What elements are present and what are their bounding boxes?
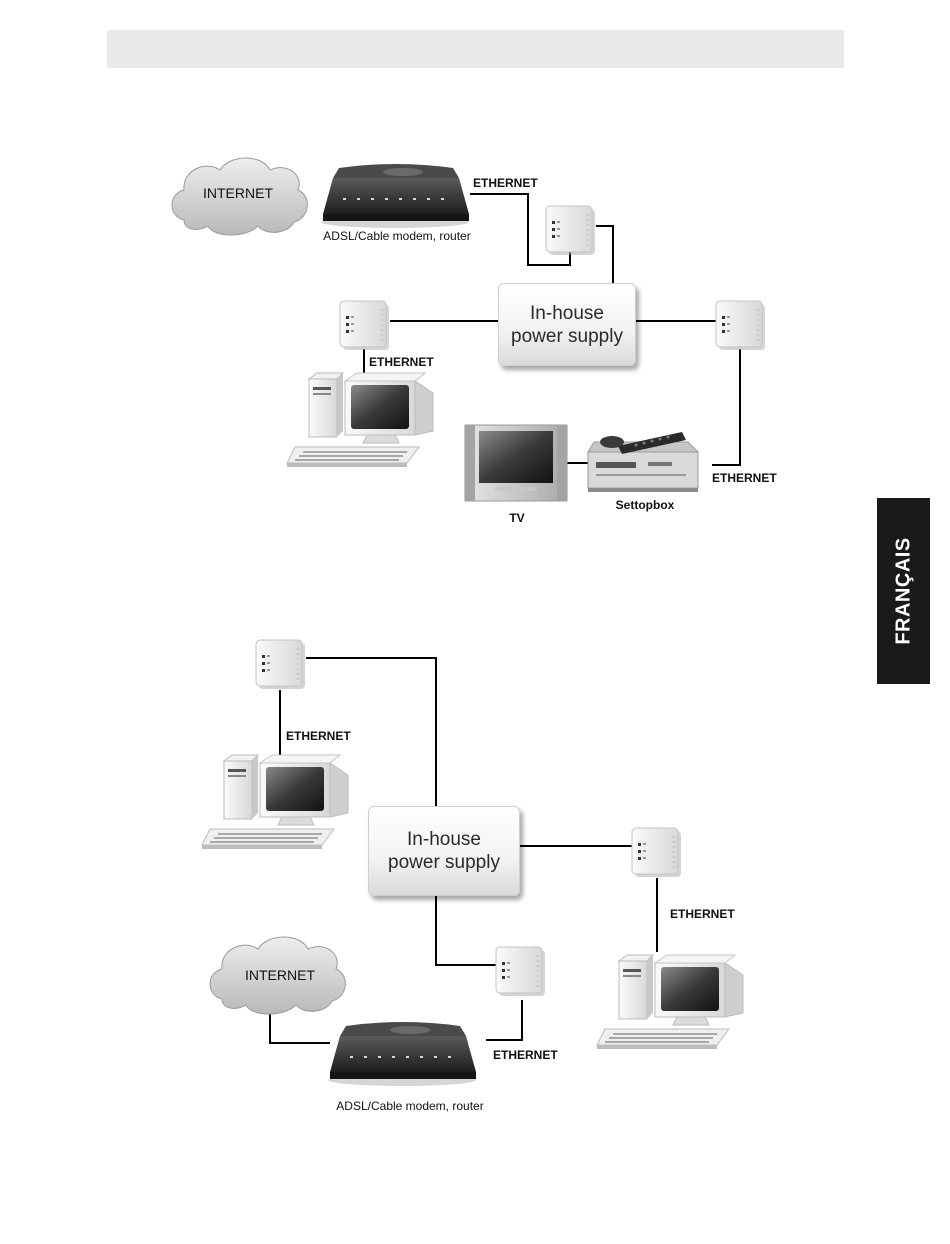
power-supply-box-bottom: In-house power supply: [368, 806, 520, 896]
power-supply-label: In-house power supply: [511, 302, 623, 348]
ethernet-label-modem: ETHERNET: [473, 176, 538, 190]
settopbox-caption: Settopbox: [616, 498, 675, 512]
tv-caption: TV: [509, 511, 524, 525]
ethernet-label-computer-1: ETHERNET: [286, 729, 351, 743]
settopbox-icon: [588, 432, 698, 492]
internet-label: INTERNET: [245, 967, 315, 983]
powerline-adapter-icon: [716, 301, 765, 350]
modem-router-icon: [321, 164, 469, 228]
ethernet-label-modem: ETHERNET: [493, 1048, 558, 1062]
powerline-adapter-icon: [340, 301, 389, 350]
ethernet-label-settopbox: ETHERNET: [712, 471, 777, 485]
power-supply-box-top: In-house power supply: [498, 283, 636, 366]
ethernet-label-computer-2: ETHERNET: [670, 907, 735, 921]
diagram-top: INTERNET ADSL/Cable modem, router ETHERN…: [172, 158, 777, 525]
power-supply-label: In-house power supply: [388, 828, 500, 874]
ethernet-label-computer: ETHERNET: [369, 355, 434, 369]
powerline-adapter-icon: [496, 947, 545, 996]
powerline-adapter-icon: [546, 206, 595, 255]
powerline-adapter-icon: [632, 828, 681, 877]
tv-icon: [465, 425, 567, 501]
desktop-computer-icon: [202, 755, 348, 849]
desktop-computer-icon: [597, 955, 743, 1049]
internet-label: INTERNET: [203, 185, 273, 201]
desktop-computer-icon: [287, 373, 433, 467]
modem-caption: ADSL/Cable modem, router: [336, 1099, 483, 1113]
powerline-adapter-icon: [256, 640, 305, 689]
modem-router-icon: [328, 1022, 476, 1086]
modem-caption: ADSL/Cable modem, router: [323, 229, 470, 243]
